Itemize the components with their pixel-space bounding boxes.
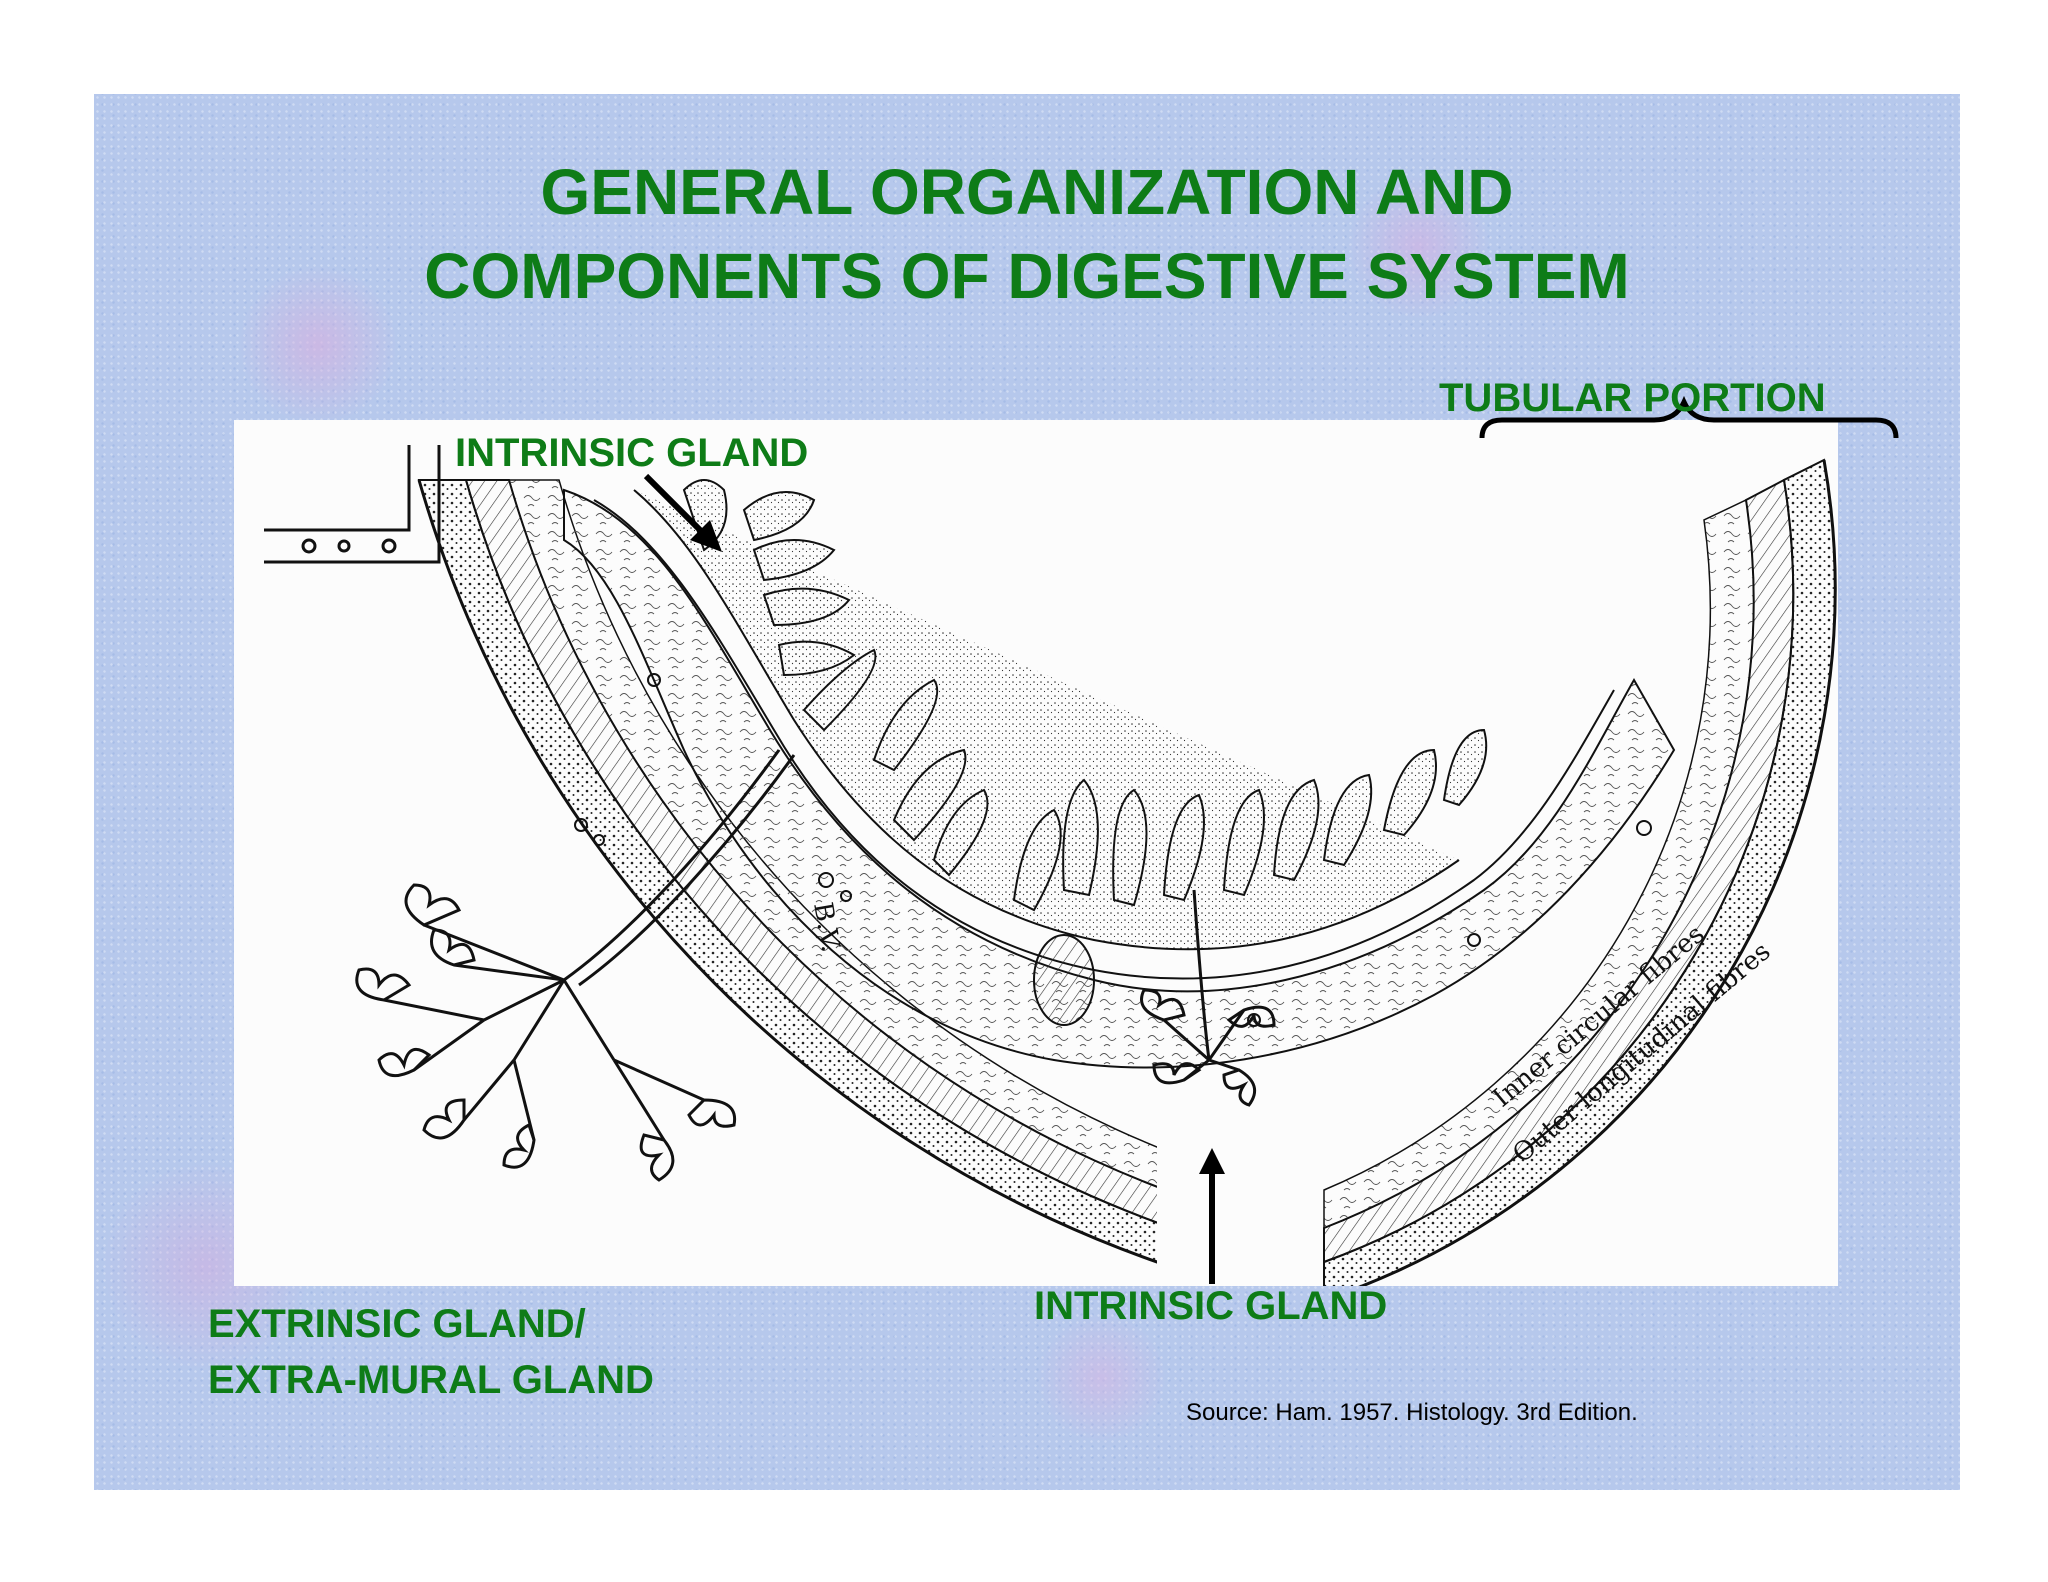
slide: GENERAL ORGANIZATION AND COMPONENTS OF D… — [94, 94, 1960, 1490]
label-tubular-portion: TUBULAR PORTION — [1439, 376, 1826, 420]
label-extrinsic-line-1: EXTRINSIC GLAND/ — [208, 1302, 586, 1346]
title-line-2: COMPONENTS OF DIGESTIVE SYSTEM — [424, 240, 1630, 312]
source-citation: Source: Ham. 1957. Histology. 3rd Editio… — [1186, 1399, 1638, 1426]
label-intrinsic-gland-bottom: INTRINSIC GLAND — [1034, 1284, 1388, 1328]
villi — [682, 479, 1488, 912]
wall-right — [1323, 458, 1837, 1286]
digestive-tube-cross-section: Inner circular fibres Outer longitudinal… — [264, 445, 1837, 1286]
label-extrinsic-line-2: EXTRA-MURAL GLAND — [208, 1358, 654, 1402]
mesenteric-vessel — [264, 445, 441, 564]
histology-drawing-panel: Inner circular fibres Outer longitudinal… — [234, 420, 1838, 1286]
intrinsic-gland-drawing — [1140, 889, 1276, 1107]
slide-title: GENERAL ORGANIZATION AND COMPONENTS OF D… — [94, 150, 1960, 318]
label-extrinsic-gland: EXTRINSIC GLAND/ EXTRA-MURAL GLAND — [208, 1296, 654, 1408]
extrinsic-gland-drawing — [355, 749, 796, 1182]
blood-vessels — [574, 673, 1652, 1027]
label-intrinsic-gland-top: INTRINSIC GLAND — [455, 431, 809, 475]
title-line-1: GENERAL ORGANIZATION AND — [540, 156, 1514, 228]
